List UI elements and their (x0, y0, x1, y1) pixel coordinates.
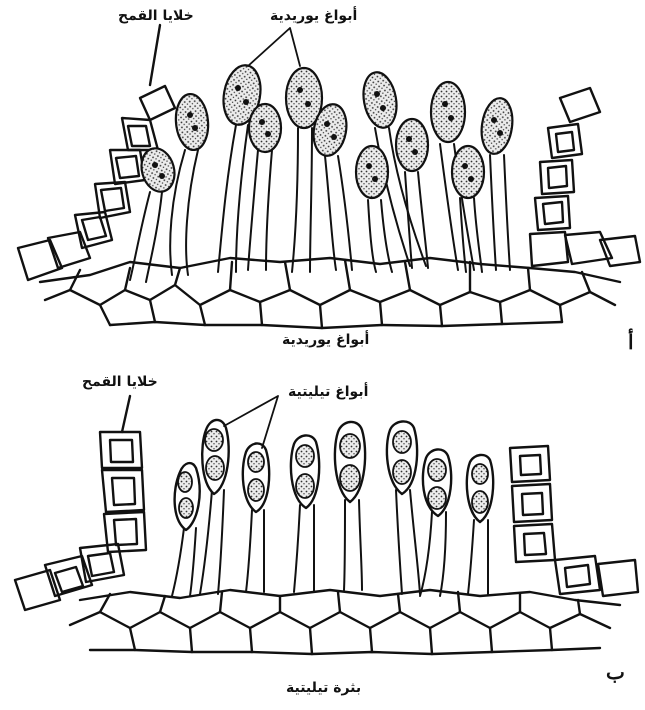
host-cells-label-top: خلايا القمح (118, 8, 194, 24)
wheat-cells-right-top (530, 88, 640, 266)
bottom-panel (15, 396, 638, 654)
panel-mark-top: أ (628, 330, 634, 354)
wheat-cells-right-bottom (510, 446, 638, 596)
spore-pointer-top (248, 28, 300, 66)
caption-top: أبواغ يوريدية (282, 332, 369, 348)
spore-label-bottom: أبواغ تيليتية (288, 384, 368, 400)
panel-mark-bottom: ب (606, 660, 625, 684)
host-cells-pointer-bottom (122, 396, 130, 432)
spore-label-top: أبواغ يوريدية (270, 8, 357, 24)
top-panel (18, 25, 640, 328)
wheat-cells-left-bottom (15, 432, 146, 610)
host-cells-label-bottom: خلايا القمح (82, 374, 158, 390)
caption-bottom: بثرة تيليتية (286, 680, 361, 696)
host-cells-pointer-top (150, 25, 160, 85)
spore-pointer-bottom (224, 396, 278, 448)
